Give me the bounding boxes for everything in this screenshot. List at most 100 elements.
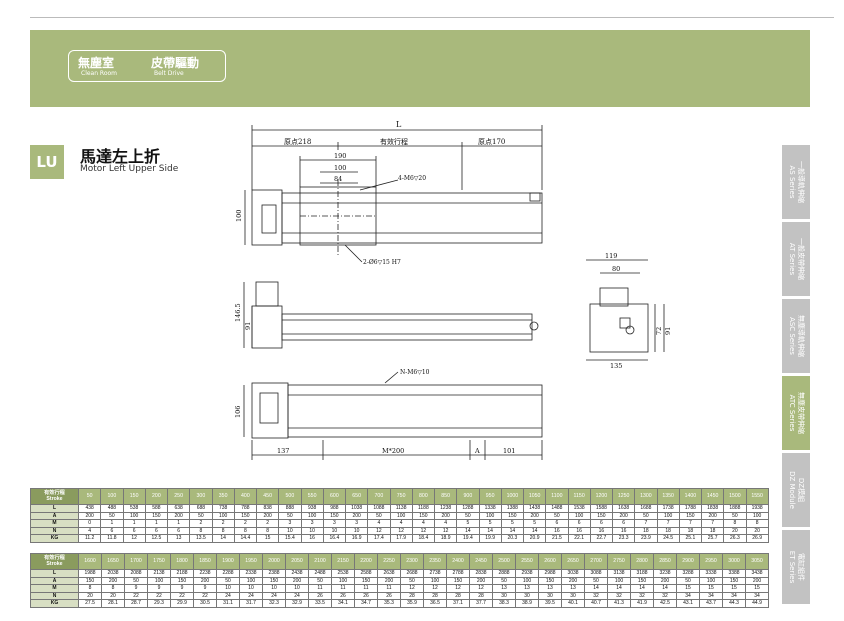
spec-cell: 34.7 — [354, 599, 378, 608]
spec-cell: 10 — [322, 526, 347, 536]
spec-cell: 23.3 — [611, 534, 636, 543]
stroke-header-cell: 50 — [77, 488, 102, 505]
bottom-view: N-M6▽10 106 137 M*200 A 101 — [234, 369, 543, 460]
spec-cell: 50 — [189, 511, 213, 521]
spec-cell: 50 — [634, 511, 658, 521]
stroke-header-cell: 200 — [144, 488, 169, 505]
dim-h106: 106 — [234, 406, 242, 418]
spec-cell: 22.1 — [567, 534, 591, 543]
spec-cell: 150 — [500, 511, 525, 521]
dim-origin-left: 原点218 — [284, 138, 311, 146]
spec-cell: 2988 — [538, 569, 562, 578]
spec-cell: 2338 — [239, 569, 263, 578]
side-view: 119 80 135 72 91 — [586, 252, 672, 370]
spec-cell: 200 — [166, 511, 191, 521]
spec-cell: 150 — [170, 576, 194, 586]
spec-cell: 32 — [630, 591, 654, 601]
spec-cell: 26 — [354, 591, 378, 601]
spec-cell: 2738 — [423, 569, 447, 578]
stroke-header-cell: 1650 — [101, 553, 125, 570]
spec-cell: 16 — [545, 526, 569, 536]
spec-cell: 5 — [478, 519, 502, 528]
spec-cell: 1538 — [567, 504, 591, 513]
spec-cell: 938 — [300, 504, 324, 513]
spec-cell: 29.9 — [170, 599, 194, 608]
stroke-header-cell: 1000 — [500, 488, 525, 505]
spec-cell: 34 — [745, 591, 769, 601]
badge-clean-room-zh: 無塵室 — [78, 56, 115, 70]
rail-body-front — [281, 313, 533, 341]
spec-cell: 41.3 — [607, 599, 631, 608]
stroke-header-cell: 2400 — [446, 553, 470, 570]
spec-cell: 3388 — [722, 569, 746, 578]
rail-body-top — [281, 192, 543, 244]
spec-cell: 34 — [699, 591, 723, 601]
spec-cell: 100 — [211, 511, 235, 521]
spec-cell: 22.7 — [589, 534, 614, 543]
spec-cell: 3 — [278, 519, 302, 528]
spec-cell: 4 — [411, 519, 436, 528]
spec-row-label: KG — [30, 599, 79, 608]
spec-row-label: L — [30, 504, 79, 513]
stroke-header-cell: 1400 — [678, 488, 703, 505]
spec-cell: 150 — [233, 511, 258, 521]
spec-cell: 11.2 — [77, 534, 102, 543]
spec-cell: 22 — [124, 591, 148, 601]
spec-cell: 19.9 — [478, 534, 502, 543]
rail-body-bottom — [287, 384, 543, 438]
spec-cell: 29.3 — [147, 599, 171, 608]
spec-cell: 2 — [189, 519, 213, 528]
spec-cell: 18 — [700, 526, 725, 536]
spec-cell: 18.4 — [411, 534, 436, 543]
badge-belt-drive-en: Belt Drive — [154, 70, 184, 77]
spec-cell: 200 — [344, 511, 369, 521]
spec-cell: 35.3 — [377, 599, 401, 608]
spec-cell: 6 — [545, 519, 569, 528]
motor-flange-top — [261, 204, 277, 234]
stroke-header-cell: 2150 — [331, 553, 355, 570]
spec-cell: 7 — [634, 519, 658, 528]
dim-137: 137 — [277, 447, 289, 455]
spec-cell: 50 — [400, 576, 424, 586]
spec-cell: 30.5 — [193, 599, 217, 608]
spec-cell: 1288 — [456, 504, 480, 513]
spec-cell: 13 — [538, 584, 562, 593]
spec-cell: 19.4 — [456, 534, 480, 543]
spec-cell: 150 — [78, 576, 102, 586]
dim-stroke: 有效行程 — [380, 137, 408, 146]
spec-cell: 34 — [676, 591, 700, 601]
spec-cell: 200 — [745, 576, 769, 586]
spec-cell: 11 — [331, 584, 355, 593]
stroke-header-cell: 2850 — [653, 553, 677, 570]
spec-cell: 0 — [77, 519, 102, 528]
spec-cell: 638 — [166, 504, 191, 513]
spec-cell: 33.5 — [308, 599, 332, 608]
stroke-header-cell: 2000 — [262, 553, 286, 570]
stroke-header-cell: 2600 — [538, 553, 562, 570]
spec-cell: 30 — [515, 591, 539, 601]
spec-cell: 150 — [262, 576, 286, 586]
spec-cell: 26 — [331, 591, 355, 601]
spec-cell: 10 — [262, 584, 286, 593]
stroke-header-cell: 800 — [411, 488, 436, 505]
spec-cell: 40.7 — [584, 599, 608, 608]
dim-origin-right: 原点170 — [478, 138, 505, 146]
dim-190: 190 — [334, 152, 346, 160]
spec-cell: 38.3 — [492, 599, 516, 608]
spec-cell: 14 — [500, 526, 525, 536]
spec-cell: 10 — [300, 526, 324, 536]
spec-cell: 50 — [100, 511, 124, 521]
callout-n-screw: N-M6▽10 — [400, 369, 430, 376]
spec-cell: 11 — [308, 584, 332, 593]
stroke-label-en: Stroke — [46, 560, 63, 567]
spec-cell: 20.9 — [522, 534, 547, 543]
